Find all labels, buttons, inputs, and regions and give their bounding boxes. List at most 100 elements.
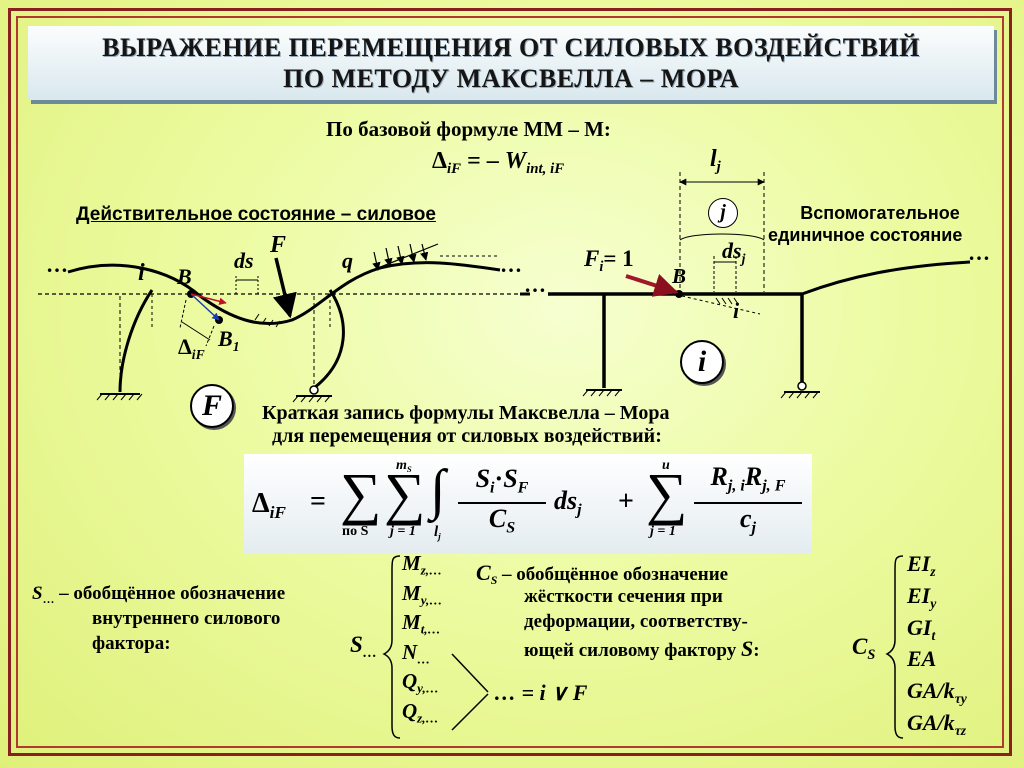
s-factor-base: Q [402, 698, 418, 723]
c-stiffness-base: EI [907, 582, 931, 608]
den-C: C [488, 504, 507, 533]
real-label-B1: B1 [218, 326, 240, 355]
c-stiffness-base: GA/k [907, 709, 955, 735]
base-formula-caption: По базовой формуле ММ – М: [326, 117, 611, 141]
formula-lhs: ΔiF [252, 488, 286, 523]
real-label-i: i [138, 260, 145, 286]
sum3-upper: u [662, 458, 670, 473]
sum-sign-3: ∑ [646, 461, 688, 526]
ds-term: dsj [554, 486, 582, 520]
c-stiffness-item: EIz [907, 552, 967, 584]
real-label-B: B [177, 264, 192, 289]
unit-label-Fi-base: F [584, 246, 600, 271]
s-factor-item: Mt,… [402, 611, 442, 641]
c-stiffness-item: EIy [907, 582, 967, 616]
unit-label-dsj-base: ds [722, 238, 742, 263]
s-def-symbol: S [32, 583, 43, 604]
num-R2: R [744, 462, 763, 491]
real-label-B1-base: B [218, 326, 233, 351]
formula-plus: + [618, 486, 634, 517]
s-factor-list: Mz,… My,… Mt,… N… Qy,… Qz,… [402, 552, 442, 729]
s-factor-item: My,… [402, 581, 443, 612]
title-banner: ВЫРАЖЕНИЕ ПЕРЕМЕЩЕНИЯ ОТ СИЛОВЫХ ВОЗДЕЙС… [28, 26, 994, 100]
num-R1: R [710, 462, 728, 491]
real-dots-left: … [46, 252, 68, 277]
c-stiffness-base: EI [907, 551, 931, 576]
sum2-upper-sub: S [406, 464, 412, 475]
c-def-line-2: жёсткости сечения при [524, 586, 723, 607]
unit-label-i: i [733, 298, 740, 323]
sum3-lower: j = 1 [650, 524, 676, 539]
real-label-F: F [270, 232, 287, 258]
c-def-text-1: – обобщённое обозначение [497, 564, 729, 585]
s-def-line-3: фактора: [92, 633, 171, 654]
real-dots-right: … [500, 252, 522, 277]
s-factor-sub: … [417, 651, 431, 667]
integral-sign: ∫ [430, 459, 446, 521]
s-def-text-1: – обобщённое обозначение [54, 583, 286, 604]
c-stiffness-sub: τz [954, 722, 967, 738]
c-brace-symbol: CS [852, 634, 875, 664]
s-factor-item: Qz,… [402, 698, 442, 730]
fraction1-numerator: Si·SF [456, 464, 548, 498]
num-R1-sub: j, i [727, 477, 745, 495]
c-stiffness-base: GA/k [907, 678, 955, 704]
base-rhs-symbol: W [504, 148, 527, 174]
base-formula: ΔiF = – Wint, iF [432, 148, 564, 178]
den-C-sub: S [506, 519, 516, 537]
c-def-line-1: CS – обобщённое обозначение [476, 560, 728, 588]
num-S2: S [503, 464, 518, 493]
c-stiffness-item: EA [907, 647, 967, 679]
unit-state-badge: i [680, 340, 724, 384]
base-lhs-symbol: Δ [432, 148, 448, 174]
base-equals: = – [467, 148, 499, 174]
unit-label-dsj: dsj [722, 238, 745, 267]
s-factor-item: Qy,… [402, 670, 442, 700]
s-factor-base: N [402, 639, 418, 664]
c-stiffness-base: EA [907, 646, 937, 672]
short-formula-caption-2: для перемещения от силовых воздействий: [272, 425, 662, 447]
s-def-line-1: S… – обобщённое обозначение [32, 583, 285, 607]
c-brace-symbol-base: C [852, 634, 868, 659]
c-stiffness-sub: τy [954, 690, 967, 706]
s-factor-sub: z,… [420, 562, 443, 578]
sum2-upper-base: m [396, 458, 407, 473]
unit-state-diagram [520, 172, 971, 399]
c-stiffness-sub: t [931, 627, 936, 643]
formula-lhs-base: Δ [252, 488, 270, 519]
num-S1-sub: i [490, 479, 495, 497]
c-def-line4-S: S [740, 636, 754, 661]
c-stiffness-item: GIt [907, 615, 967, 648]
unit-caption-line-2: единичное состояние [768, 225, 963, 245]
real-label-delta-base: Δ [178, 334, 192, 359]
formula-lhs-sub: iF [269, 503, 286, 523]
c-def-symbol-sub: S [490, 574, 498, 588]
unit-caption-line-1: Вспомогательное [800, 203, 960, 223]
fraction1-bar [458, 502, 546, 504]
short-formula-caption-1: Краткая запись формулы Максвелла – Мора [262, 402, 670, 424]
s-factor-base: Q [402, 669, 418, 694]
integral-lower-base: l [434, 524, 439, 540]
c-stiffness-sub: z [930, 563, 936, 579]
real-label-q: q [342, 248, 353, 273]
s-factor-sub: z,… [417, 710, 439, 726]
braces [382, 555, 904, 739]
s-factor-sub: y,… [417, 680, 439, 696]
den-c: c [739, 504, 752, 533]
fraction1-denominator: CS [456, 504, 548, 538]
s-brace-symbol: S… [350, 632, 377, 662]
num-S1: S [475, 464, 491, 493]
den-c-sub: j [751, 519, 757, 537]
unit-label-B: B [672, 264, 687, 288]
unit-label-Fi-sub: i [599, 258, 604, 275]
unit-label-lj: lj [710, 146, 721, 176]
base-rhs-sub: int, iF [526, 161, 565, 178]
integral-lower-sub: j [438, 532, 441, 543]
real-state-caption: Действительное состояние – силовое [76, 204, 436, 225]
integral-lower: lj [434, 524, 441, 542]
real-state-diagram [38, 243, 520, 403]
sum1-lower-text: по S [342, 524, 369, 539]
s-index-note: … = i ∨ F [494, 680, 588, 705]
s-factor-sub: y,… [420, 592, 443, 608]
